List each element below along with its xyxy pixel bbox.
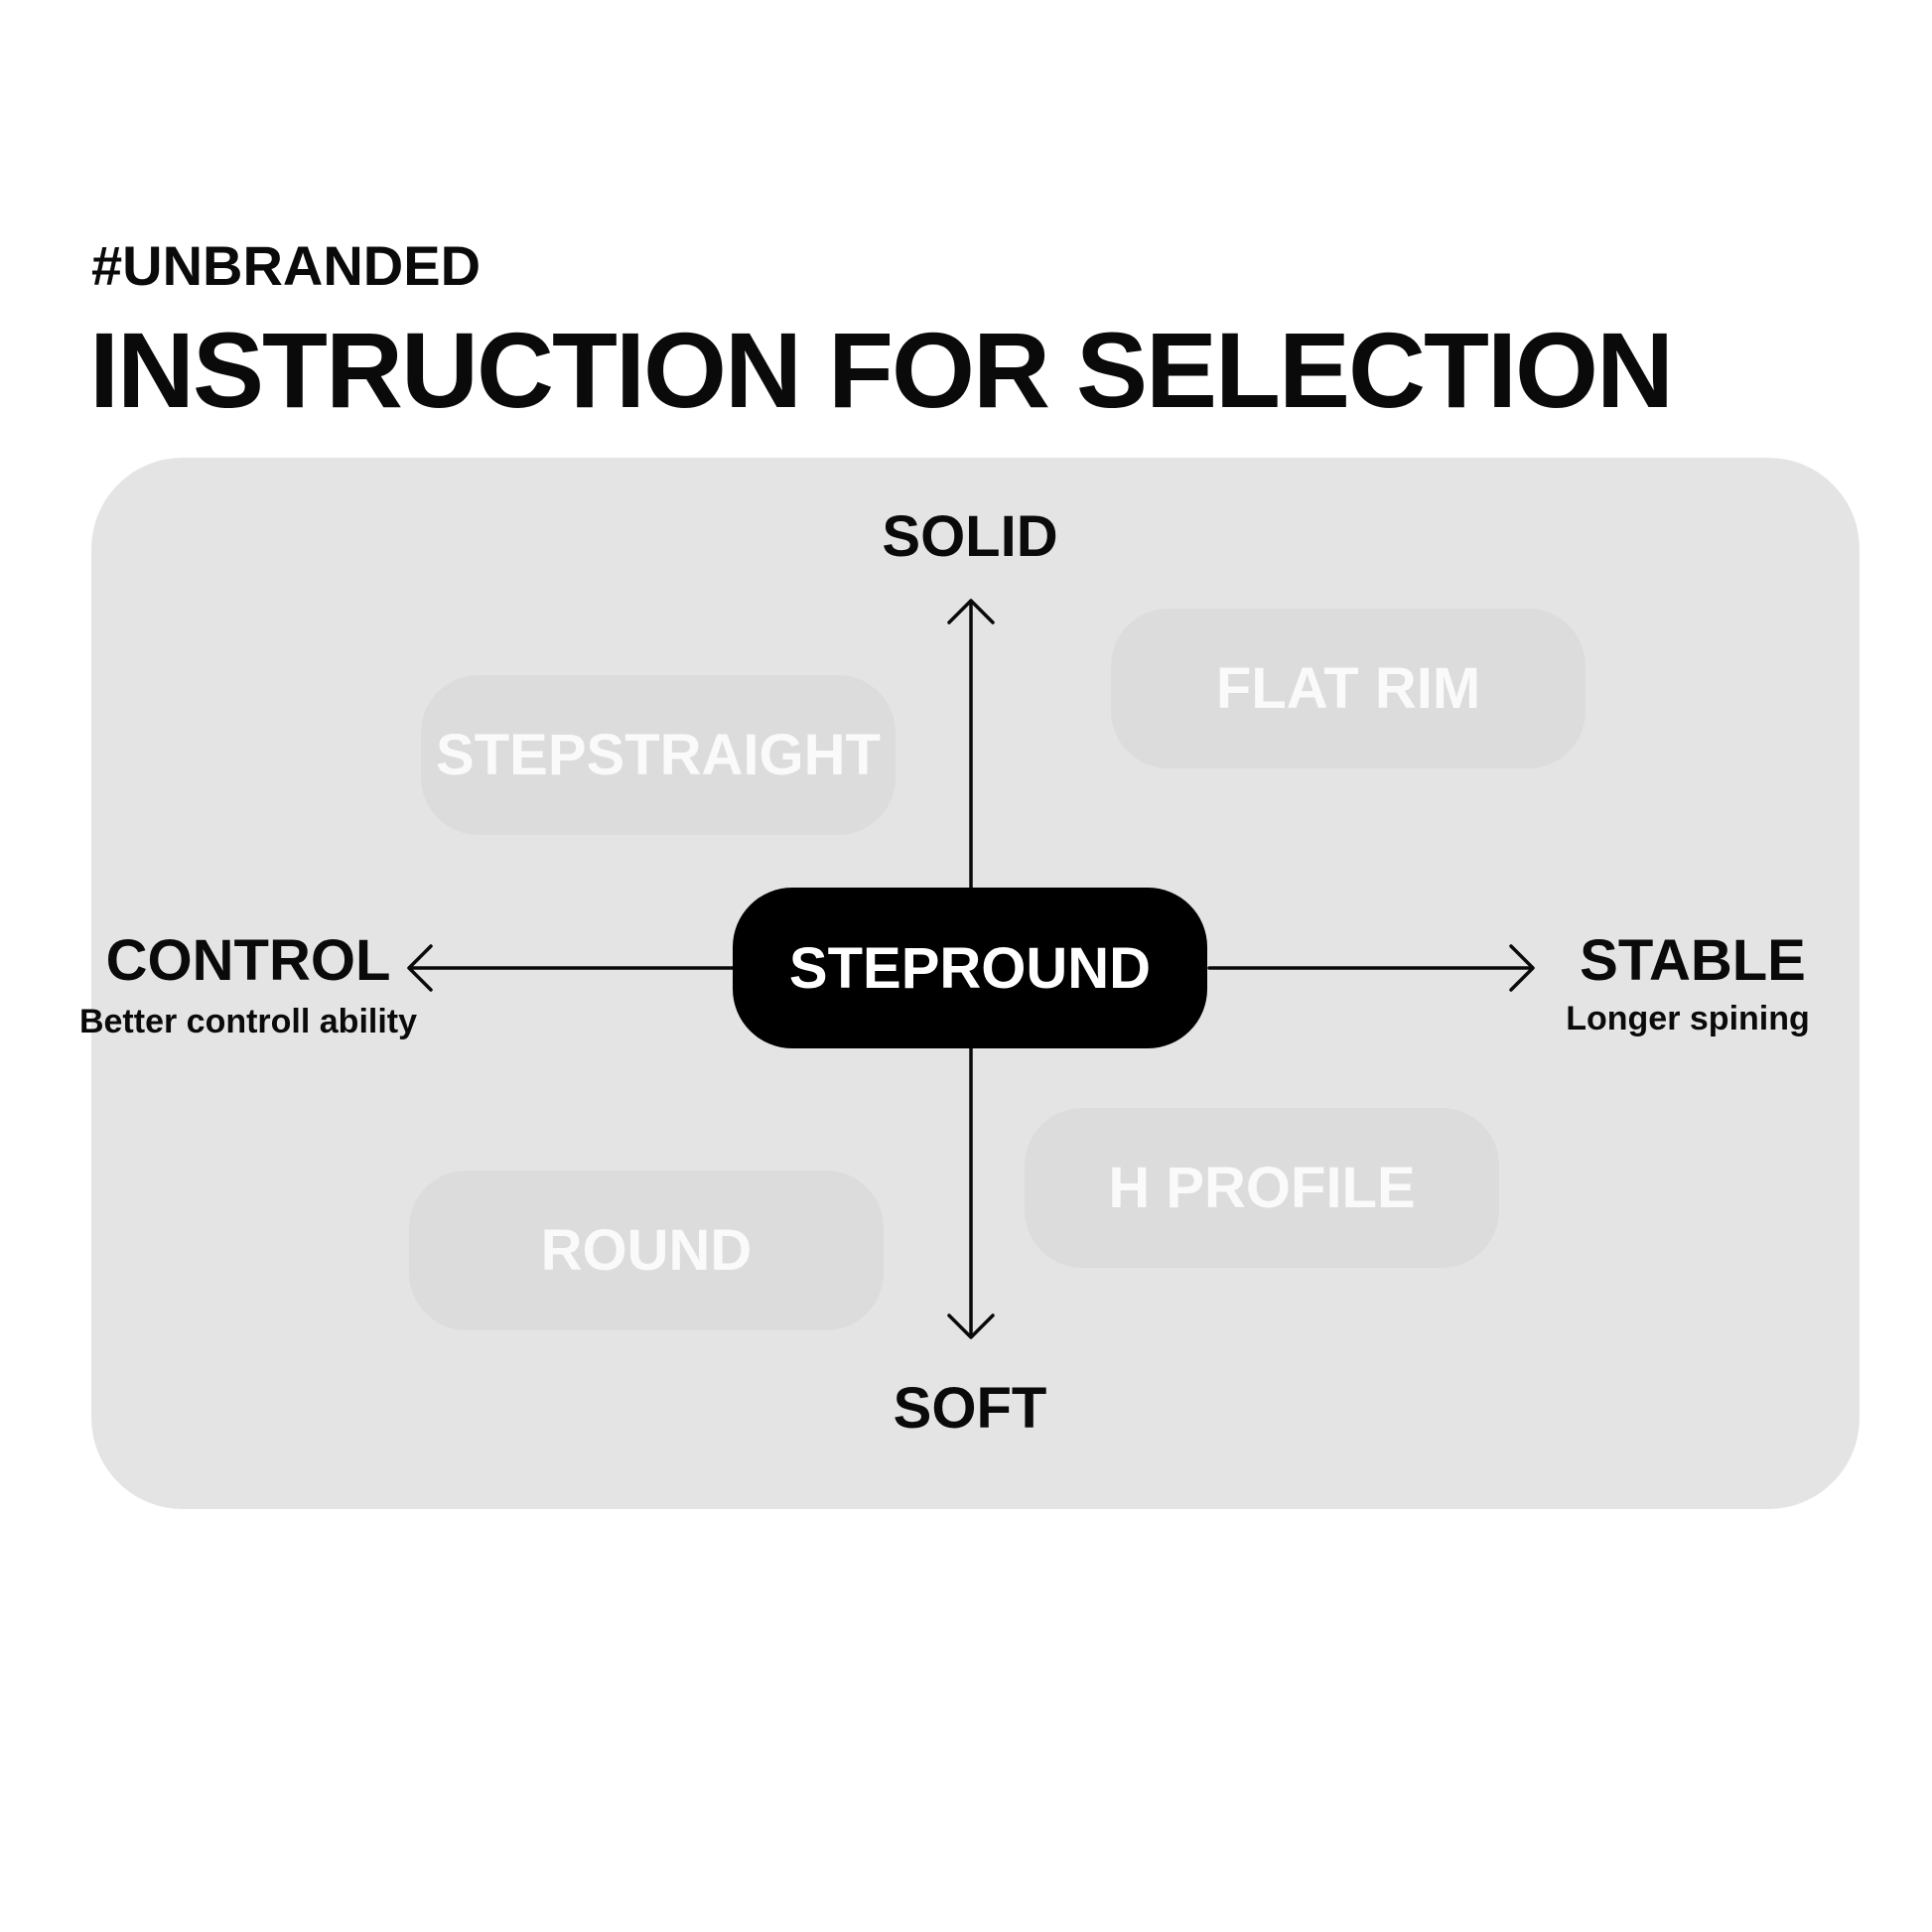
axis-label-control: CONTROL — [105, 928, 391, 993]
axis-desc-control: Better controll ability — [78, 1003, 418, 1040]
axis-label-soft: SOFT — [893, 1376, 1047, 1441]
option-steproud-selected[interactable]: STEPROUND — [733, 888, 1207, 1048]
arrow-right-icon — [1509, 944, 1535, 992]
page-title: INSTRUCTION FOR SELECTION — [89, 310, 1674, 430]
arrow-up-icon — [947, 599, 995, 624]
axis-desc-stable: Longer spining — [1566, 1000, 1810, 1037]
eyebrow-tag: #UNBRANDED — [91, 234, 482, 297]
option-h-profile[interactable]: H PROFILE — [1025, 1108, 1499, 1268]
arrow-left-icon — [407, 944, 433, 992]
option-stepstraight[interactable]: STEPSTRAIGHT — [421, 675, 896, 835]
option-flat-rim[interactable]: FLAT RIM — [1111, 609, 1586, 768]
axis-label-solid: SOLID — [882, 504, 1058, 569]
option-round[interactable]: ROUND — [409, 1171, 884, 1330]
arrow-down-icon — [947, 1313, 995, 1339]
axis-label-stable: STABLE — [1580, 928, 1806, 993]
